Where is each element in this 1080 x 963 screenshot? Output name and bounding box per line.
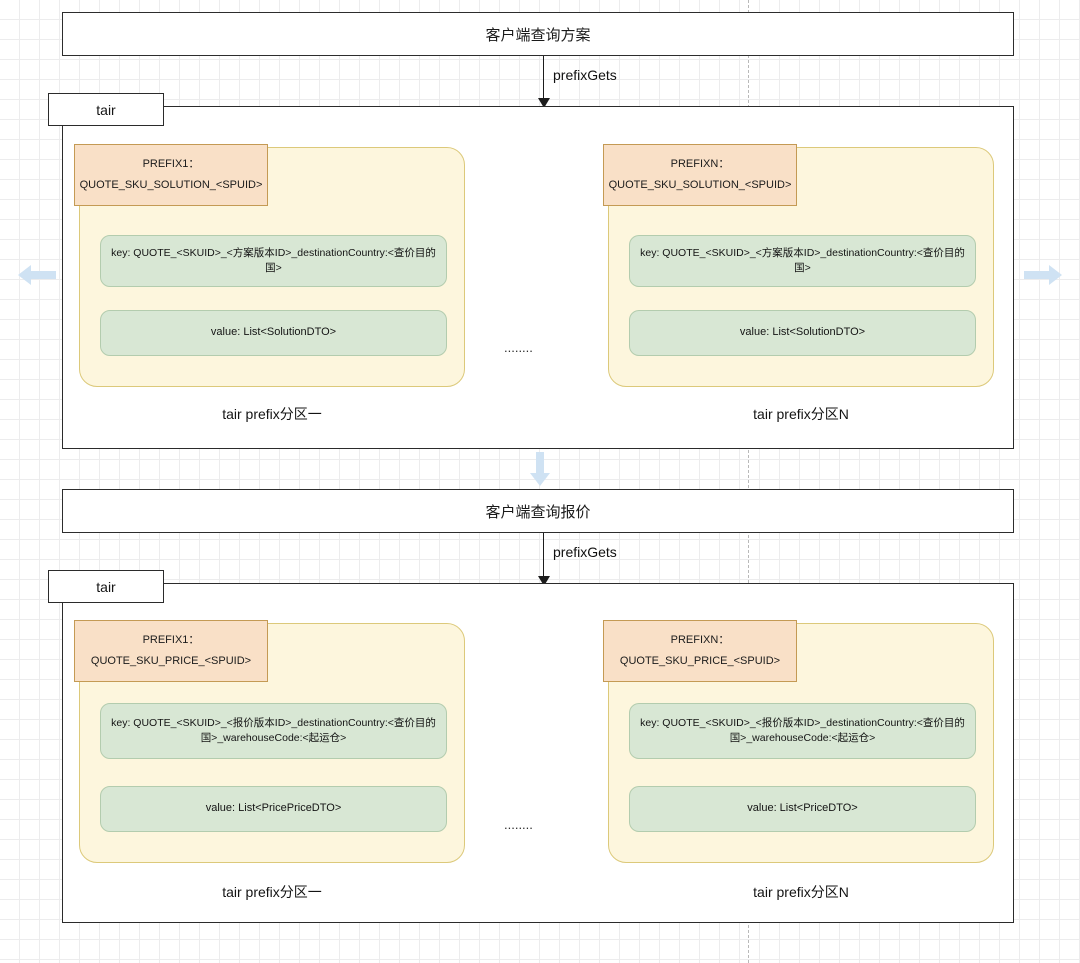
- prefix-name: QUOTE_SKU_PRICE_<SPUID>: [619, 654, 781, 667]
- tair-label-text: tair: [96, 578, 116, 595]
- tair-label-tab-solution: tair: [48, 93, 164, 126]
- prefix-name: QUOTE_SKU_SOLUTION_<SPUID>: [79, 178, 263, 191]
- key-text: key: QUOTE_<SKUID>_<方案版本ID>_destinationC…: [640, 246, 965, 274]
- partition-label: tair prefix分区N: [608, 404, 994, 424]
- key-text: key: QUOTE_<SKUID>_<方案版本ID>_destinationC…: [111, 246, 436, 274]
- arrow-right-icon[interactable]: [1024, 262, 1062, 288]
- tair-label-text: tair: [96, 101, 116, 118]
- prefix-tab: PREFIXN： QUOTE_SKU_SOLUTION_<SPUID>: [603, 144, 797, 206]
- value-text: value: List<SolutionDTO>: [210, 326, 337, 339]
- flow-arrow-label: prefixGets: [553, 67, 617, 83]
- partition-label: tair prefix分区N: [608, 882, 994, 902]
- prefix-title: PREFIXN：: [670, 634, 730, 647]
- key-text: key: QUOTE_<SKUID>_<报价版本ID>_destinationC…: [111, 716, 436, 744]
- page-break-guide: [748, 0, 749, 963]
- partition-label-text: tair prefix分区N: [753, 884, 849, 900]
- section-header-text: 客户端查询方案: [485, 26, 591, 44]
- key-text: key: QUOTE_<SKUID>_<报价版本ID>_destinationC…: [640, 716, 965, 744]
- value-box: value: List<PricePriceDTO>: [100, 786, 447, 832]
- partition-label: tair prefix分区一: [79, 404, 465, 424]
- prefix-name: QUOTE_SKU_PRICE_<SPUID>: [90, 654, 252, 667]
- value-text: value: List<SolutionDTO>: [739, 326, 866, 339]
- flow-arrow-shaft: [543, 533, 544, 578]
- prefix-title: PREFIX1：: [142, 158, 200, 171]
- prefix-tab: PREFIXN： QUOTE_SKU_PRICE_<SPUID>: [603, 620, 797, 682]
- ellipsis-separator: ........: [504, 817, 533, 832]
- section-header-solution: 客户端查询方案: [62, 12, 1014, 56]
- partition-label-text: tair prefix分区N: [753, 406, 849, 422]
- prefix-title: PREFIXN：: [670, 158, 730, 171]
- section-header-text: 客户端查询报价: [485, 503, 591, 521]
- arrow-left-icon[interactable]: [18, 262, 56, 288]
- prefix-tab: PREFIX1： QUOTE_SKU_SOLUTION_<SPUID>: [74, 144, 268, 206]
- flow-arrow-head-icon: [537, 576, 550, 586]
- prefix-title: PREFIX1：: [142, 634, 200, 647]
- prefix-tab: PREFIX1： QUOTE_SKU_PRICE_<SPUID>: [74, 620, 268, 682]
- tair-label-tab-price: tair: [48, 570, 164, 603]
- value-box: value: List<PriceDTO>: [629, 786, 976, 832]
- flow-arrow-head-icon: [537, 98, 550, 108]
- partition-label-text: tair prefix分区一: [222, 406, 322, 422]
- key-box: key: QUOTE_<SKUID>_<方案版本ID>_destinationC…: [629, 235, 976, 287]
- arrow-down-icon[interactable]: [527, 452, 553, 486]
- value-text: value: List<PriceDTO>: [747, 802, 858, 815]
- key-box: key: QUOTE_<SKUID>_<报价版本ID>_destinationC…: [100, 703, 447, 759]
- flow-arrow-label: prefixGets: [553, 544, 617, 560]
- partition-label-text: tair prefix分区一: [222, 884, 322, 900]
- key-box: key: QUOTE_<SKUID>_<方案版本ID>_destinationC…: [100, 235, 447, 287]
- key-box: key: QUOTE_<SKUID>_<报价版本ID>_destinationC…: [629, 703, 976, 759]
- value-box: value: List<SolutionDTO>: [100, 310, 447, 356]
- value-box: value: List<SolutionDTO>: [629, 310, 976, 356]
- partition-label: tair prefix分区一: [79, 882, 465, 902]
- section-header-price: 客户端查询报价: [62, 489, 1014, 533]
- prefix-name: QUOTE_SKU_SOLUTION_<SPUID>: [608, 178, 792, 191]
- ellipsis-separator: ........: [504, 340, 533, 355]
- flow-arrow-shaft: [543, 56, 544, 100]
- value-text: value: List<PricePriceDTO>: [205, 802, 342, 815]
